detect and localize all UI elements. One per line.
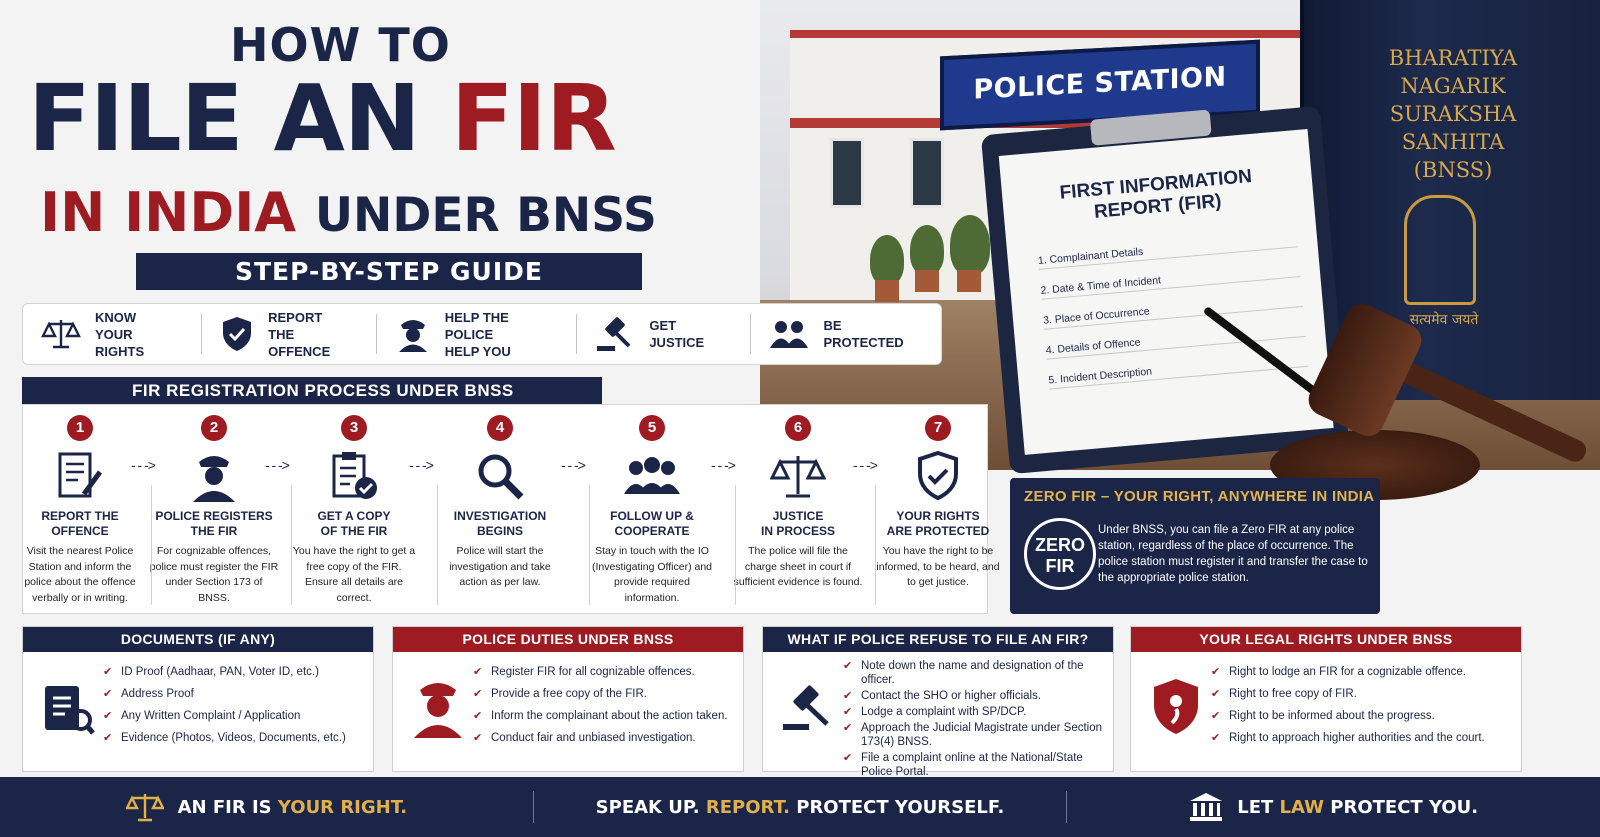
list-item: Right to be informed about the progress.: [1211, 709, 1485, 723]
scales-icon: [125, 794, 164, 822]
card-title: POLICE DUTIES UNDER BNSS: [393, 627, 743, 652]
card-title: YOUR LEGAL RIGHTS UNDER BNSS: [1131, 627, 1521, 652]
fir-clipboard: FIRST INFORMATION REPORT (FIR) 1. Compla…: [980, 105, 1350, 475]
title-line-3: IN INDIA UNDER BNSS: [40, 181, 657, 244]
card-title: WHAT IF POLICE REFUSE TO FILE AN FIR?: [763, 627, 1113, 652]
list-item: Provide a free copy of the FIR.: [473, 687, 728, 701]
police-officer-icon: [414, 683, 462, 738]
arrow-icon: - - ->: [853, 457, 878, 473]
list-item: Right to lodge an FIR for a cognizable o…: [1211, 665, 1485, 679]
magnifier-icon: [478, 454, 524, 500]
list-item: Register FIR for all cognizable offences…: [473, 665, 728, 679]
document-pen-icon: [58, 452, 103, 498]
process-title: FIR REGISTRATION PROCESS UNDER BNSS: [22, 377, 602, 404]
list-item: Note down the name and designation of th…: [843, 659, 1113, 687]
arrow-icon: - - ->: [561, 457, 586, 473]
list-item: Inform the complainant about the action …: [473, 709, 728, 723]
pillar-get-justice: GET JUSTICE: [577, 314, 752, 354]
scales-icon: [41, 320, 81, 349]
footer-slogan-3: LET LAW PROTECT YOU.: [1067, 791, 1600, 823]
card-title: DOCUMENTS (IF ANY): [23, 627, 373, 652]
footer-slogan-1: AN FIR IS YOUR RIGHT.: [0, 791, 534, 823]
list-item: File a complaint online at the National/…: [843, 751, 1113, 779]
list-item: Evidence (Photos, Videos, Documents, etc…: [103, 731, 346, 745]
pillar-be-protected: BE PROTECTED: [751, 314, 941, 354]
clipboard-check-icon: [332, 452, 377, 499]
arrow-icon: - - ->: [409, 457, 434, 473]
book-motto: सत्यमेव जयते: [1409, 312, 1479, 328]
title-line-1: HOW TO: [230, 18, 451, 72]
list-item: ID Proof (Aadhaar, PAN, Voter ID, etc.): [103, 665, 346, 679]
shield-icon: [223, 317, 252, 351]
process-step: 5 FOLLOW UP &COOPERATE Stay in touch wit…: [587, 415, 717, 606]
legal-rights-card: YOUR LEGAL RIGHTS UNDER BNSS Right to lo…: [1130, 626, 1522, 772]
arrow-icon: - - ->: [131, 457, 156, 473]
list-item: Address Proof: [103, 687, 346, 701]
police-refuse-card: WHAT IF POLICE REFUSE TO FILE AN FIR? No…: [762, 626, 1114, 778]
fir-form-title: FIRST INFORMATION REPORT (FIR): [1058, 166, 1253, 223]
zero-fir-description: Under BNSS, you can file a Zero FIR at a…: [1098, 524, 1368, 584]
list-item: Right to approach higher authorities and…: [1211, 731, 1485, 745]
arrow-icon: - - ->: [711, 457, 736, 473]
police-duties-card: POLICE DUTIES UNDER BNSS Register FIR fo…: [392, 626, 744, 772]
gavel-icon: [783, 685, 829, 730]
list-item: Right to free copy of FIR.: [1211, 687, 1485, 701]
zero-fir-panel: ZERO FIR – YOUR RIGHT, ANYWHERE IN INDIA…: [1010, 478, 1380, 614]
shield-person-icon: [1154, 679, 1198, 734]
ashoka-emblem-icon: [1404, 195, 1476, 305]
courthouse-icon: [1190, 793, 1223, 821]
police-officer-icon: [193, 456, 235, 502]
book-title: BHARATIYA NAGARIK SURAKSHA SANHITA (BNSS…: [1388, 46, 1518, 182]
title-line-2: FILE AN FIR: [28, 65, 617, 172]
shield-check-icon: [918, 451, 958, 501]
list-item: Any Written Complaint / Application: [103, 709, 346, 723]
list-item: Approach the Judicial Magistrate under S…: [843, 721, 1113, 749]
documents-icon: [45, 686, 95, 735]
fir-form-item: 3. Place of Occurrence: [1042, 292, 1304, 330]
people-icon: [770, 321, 809, 348]
footer-slogan-2: SPEAK UP. REPORT. PROTECT YOURSELF.: [534, 791, 1068, 823]
fir-form-item: 1. Complainant Details: [1037, 232, 1298, 270]
documents-card: DOCUMENTS (IF ANY) ID Proof (Aadhaar, PA…: [22, 626, 374, 772]
arrow-icon: - - ->: [265, 457, 290, 473]
footer-banner: AN FIR IS YOUR RIGHT. SPEAK UP. REPORT. …: [0, 777, 1600, 837]
police-icon: [398, 320, 427, 352]
group-icon: [624, 457, 680, 494]
scales-icon: [770, 456, 826, 498]
guide-banner: STEP-BY-STEP GUIDE: [136, 253, 642, 290]
zero-fir-title: ZERO FIR – YOUR RIGHT, ANYWHERE IN INDIA: [1024, 488, 1375, 505]
list-item: Contact the SHO or higher officials.: [843, 689, 1113, 703]
fir-form-item: 2. Date & Time of Incident: [1040, 262, 1301, 300]
gavel-icon: [597, 317, 631, 351]
list-item: Conduct fair and unbiased investigation.: [473, 731, 728, 745]
list-item: Lodge a complaint with SP/DCP.: [843, 705, 1113, 719]
